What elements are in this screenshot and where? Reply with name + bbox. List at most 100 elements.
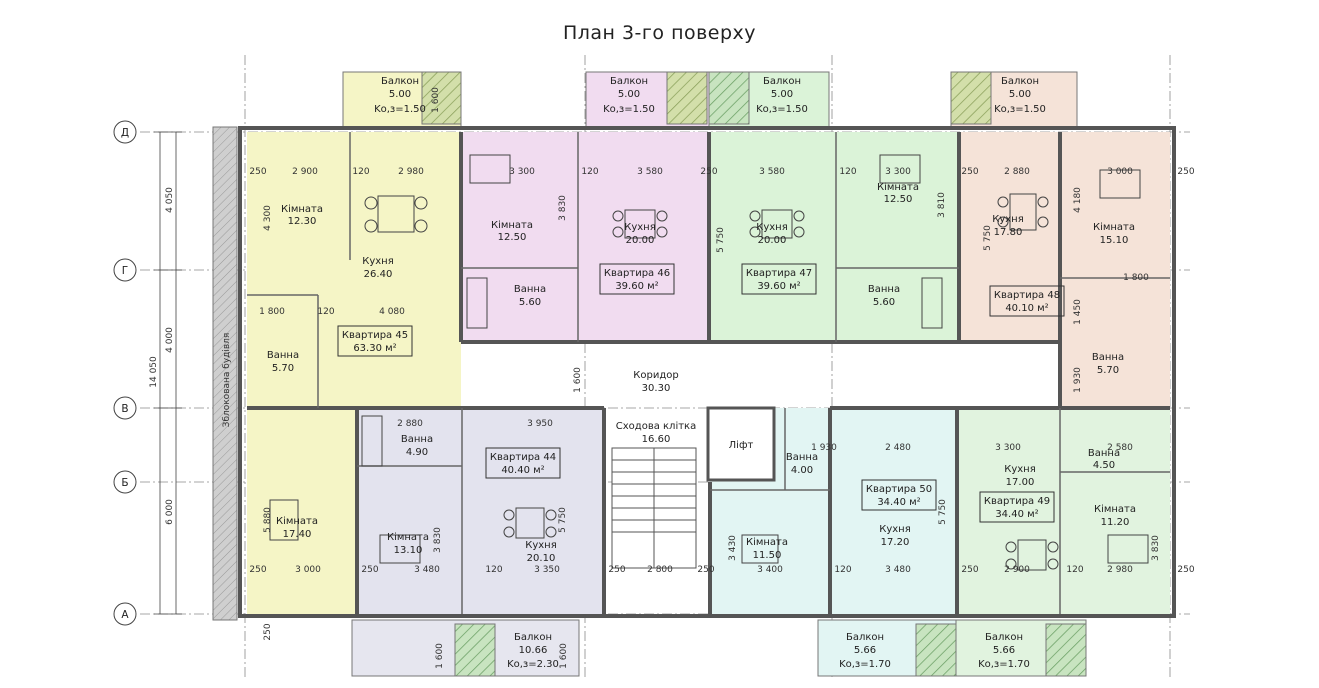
corridor-name: Коридор bbox=[633, 370, 678, 381]
stairs bbox=[611, 447, 697, 569]
apt50-area: 34.40 м² bbox=[877, 497, 920, 508]
balcony-3-name: Балкон bbox=[763, 76, 801, 87]
dim-t5: 3 300 bbox=[509, 167, 535, 177]
r49-bath-area: 4.50 bbox=[1093, 460, 1115, 471]
balcony-7-k: Kо,з=1.70 bbox=[978, 659, 1030, 670]
dim-bb5: 120 bbox=[485, 565, 502, 575]
dim-v4: 3 810 bbox=[937, 192, 947, 218]
r48-bath-name: Ванна bbox=[1092, 352, 1124, 363]
apt45-name: Квартира 45 bbox=[342, 330, 408, 341]
dim-b7: 5 880 bbox=[263, 507, 273, 533]
apt46-fill bbox=[461, 132, 709, 342]
balcony-7-name: Балкон bbox=[985, 632, 1023, 643]
apt48-area: 40.10 м² bbox=[1005, 303, 1048, 314]
axis-v: В bbox=[121, 403, 128, 415]
balcony-1-area: 5.00 bbox=[389, 89, 411, 100]
r45-room-area: 12.30 bbox=[288, 216, 317, 227]
apt48-name: Квартира 48 bbox=[994, 290, 1060, 301]
balcony-3-k: Kо,з=1.50 bbox=[756, 104, 808, 115]
balcony-2-name: Балкон bbox=[610, 76, 648, 87]
dim-m11: 1 600 bbox=[573, 367, 583, 393]
dim-b12: 3 830 bbox=[1151, 535, 1161, 561]
dim-t9: 3 580 bbox=[759, 167, 785, 177]
apartment-labels: Квартира 45 63.30 м² Квартира 46 39.60 м… bbox=[337, 263, 1065, 523]
apt47-name: Квартира 47 bbox=[746, 268, 812, 279]
axis-a: А bbox=[121, 609, 129, 621]
plan-title: План 3-го поверху bbox=[562, 22, 757, 44]
apt48b-fill bbox=[1060, 342, 1170, 408]
dim-bb2: 3 000 bbox=[295, 565, 321, 575]
dim-t4: 2 980 bbox=[398, 167, 424, 177]
dim-m9: 1 930 bbox=[1073, 367, 1083, 393]
apt49-fill bbox=[957, 408, 1170, 614]
r50-bath-name: Ванна bbox=[786, 452, 818, 463]
r47-kitchen-area: 20.00 bbox=[758, 235, 787, 246]
r47-room-area: 12.50 bbox=[884, 194, 913, 205]
dim-v5: 5 750 bbox=[983, 225, 993, 251]
vertical-dimensions: 4 300 3 830 5 750 3 810 5 750 4 180 5 88… bbox=[263, 87, 1161, 669]
corridor-area: 30.30 bbox=[642, 383, 671, 394]
dim-t2: 2 900 bbox=[292, 167, 318, 177]
dim-bb4: 3 480 bbox=[414, 565, 440, 575]
dim-t15: 250 bbox=[1177, 167, 1194, 177]
dim-t11: 3 300 bbox=[885, 167, 911, 177]
r49-kitchen-area: 17.00 bbox=[1006, 477, 1035, 488]
partitions bbox=[247, 132, 1170, 614]
r49-room-name: Кімната bbox=[1094, 503, 1136, 515]
r50-room-name: Кімната bbox=[746, 536, 788, 548]
r47-kitchen-name: Кухня bbox=[756, 222, 788, 233]
r48-bath-area: 5.70 bbox=[1097, 365, 1119, 376]
dim-t7: 3 580 bbox=[637, 167, 663, 177]
room-labels: Кімната 12.30 Кухня 26.40 Ванна 5.70 Кім… bbox=[267, 181, 1136, 564]
apt49-name: Квартира 49 bbox=[984, 496, 1050, 507]
dim-b6: 2 580 bbox=[1107, 443, 1133, 453]
balcony-2-k: Kо,з=1.50 bbox=[603, 104, 655, 115]
axis-d: Д bbox=[121, 127, 129, 139]
r44-bath-area: 4.90 bbox=[406, 447, 428, 458]
dim-bb14: 2 900 bbox=[1004, 565, 1030, 575]
lower-dimensions: 2 880 3 950 1 930 2 480 3 300 2 580 bbox=[397, 419, 1133, 453]
apt44-fill bbox=[357, 408, 604, 614]
apt45-area: 63.30 м² bbox=[353, 343, 396, 354]
r44-bath-name: Ванна bbox=[401, 434, 433, 445]
dim-t1: 250 bbox=[249, 167, 266, 177]
r46-bath-area: 5.60 bbox=[519, 297, 541, 308]
balcony-4-area: 5.00 bbox=[1009, 89, 1031, 100]
dim-v3: 5 750 bbox=[716, 227, 726, 253]
dim-d-g: 4 050 bbox=[165, 187, 175, 213]
balcony-6-name: Балкон bbox=[846, 632, 884, 643]
apt47-fill bbox=[709, 132, 959, 342]
axis-markers bbox=[113, 120, 137, 626]
axis-b: Б bbox=[121, 477, 128, 489]
dim-bb1: 250 bbox=[249, 565, 266, 575]
r45b-room-name: Кімната bbox=[276, 515, 318, 527]
middle-dimensions: 1 800 120 4 080 1 800 bbox=[259, 273, 1149, 317]
r46-kitchen-name: Кухня bbox=[624, 222, 656, 233]
dim-t10: 120 bbox=[839, 167, 856, 177]
balcony-1-k: Kо,з=1.50 bbox=[374, 104, 426, 115]
dim-v-a: 6 000 bbox=[165, 499, 175, 525]
r50-room-area: 11.50 bbox=[753, 550, 782, 561]
dim-v2: 3 830 bbox=[558, 195, 568, 221]
r50-kitchen-name: Кухня bbox=[879, 524, 911, 535]
top-dimensions: 250 2 900 120 2 980 3 300 120 3 580 250 … bbox=[249, 167, 1194, 177]
dim-b8: 3 830 bbox=[433, 527, 443, 553]
dim-t6: 120 bbox=[581, 167, 598, 177]
apt46-name: Квартира 46 bbox=[604, 268, 670, 279]
r45-bath-name: Ванна bbox=[267, 350, 299, 361]
r45b-room-area: 17.40 bbox=[283, 529, 312, 540]
dim-t3: 120 bbox=[352, 167, 369, 177]
dim-t14: 3 000 bbox=[1107, 167, 1133, 177]
balconies bbox=[342, 71, 1087, 677]
dim-b11: 5 750 bbox=[938, 499, 948, 525]
dim-b2: 3 950 bbox=[527, 419, 553, 429]
balcony-6-k: Kо,з=1.70 bbox=[839, 659, 891, 670]
balcony-6-area: 5.66 bbox=[854, 645, 876, 656]
r45-kitchen-name: Кухня bbox=[362, 256, 394, 267]
r46-room-area: 12.50 bbox=[498, 232, 527, 243]
dim-lb3: 1 600 bbox=[559, 643, 569, 669]
r48-room-name: Кімната bbox=[1093, 221, 1135, 233]
dim-bb13: 250 bbox=[961, 565, 978, 575]
balcony-5-k: Kо,з=2.30 bbox=[507, 659, 559, 670]
